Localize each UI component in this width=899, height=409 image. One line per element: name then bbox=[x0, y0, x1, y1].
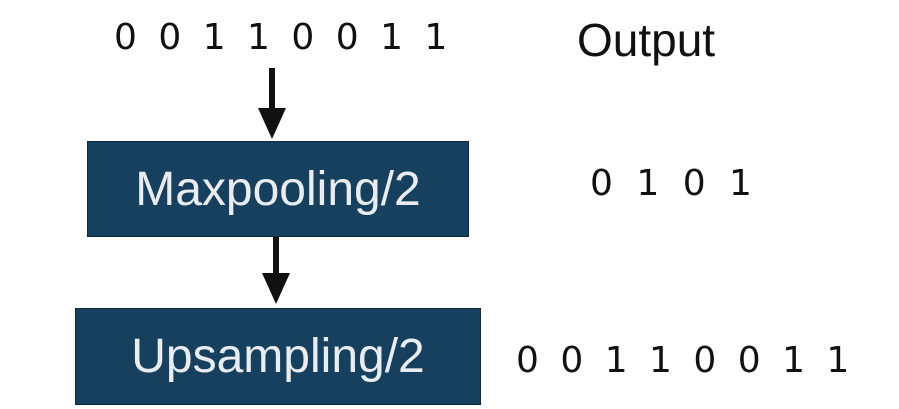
arrow-maxpool-to-upsample bbox=[262, 237, 290, 304]
maxpooling-layer-box: Maxpooling/2 bbox=[87, 141, 469, 237]
input-bits: 0 0 1 1 0 0 1 1 bbox=[114, 17, 453, 58]
arrow-input-to-maxpool bbox=[258, 68, 286, 139]
upsampling-layer-box: Upsampling/2 bbox=[75, 308, 481, 405]
upsampling-output: 0 0 1 1 0 0 1 1 bbox=[516, 340, 855, 381]
output-heading: Output bbox=[577, 14, 716, 66]
maxpooling-layer-label: Maxpooling/2 bbox=[135, 162, 421, 216]
upsampling-layer-label: Upsampling/2 bbox=[131, 330, 425, 383]
maxpooling-output: 0 1 0 1 bbox=[590, 163, 758, 204]
